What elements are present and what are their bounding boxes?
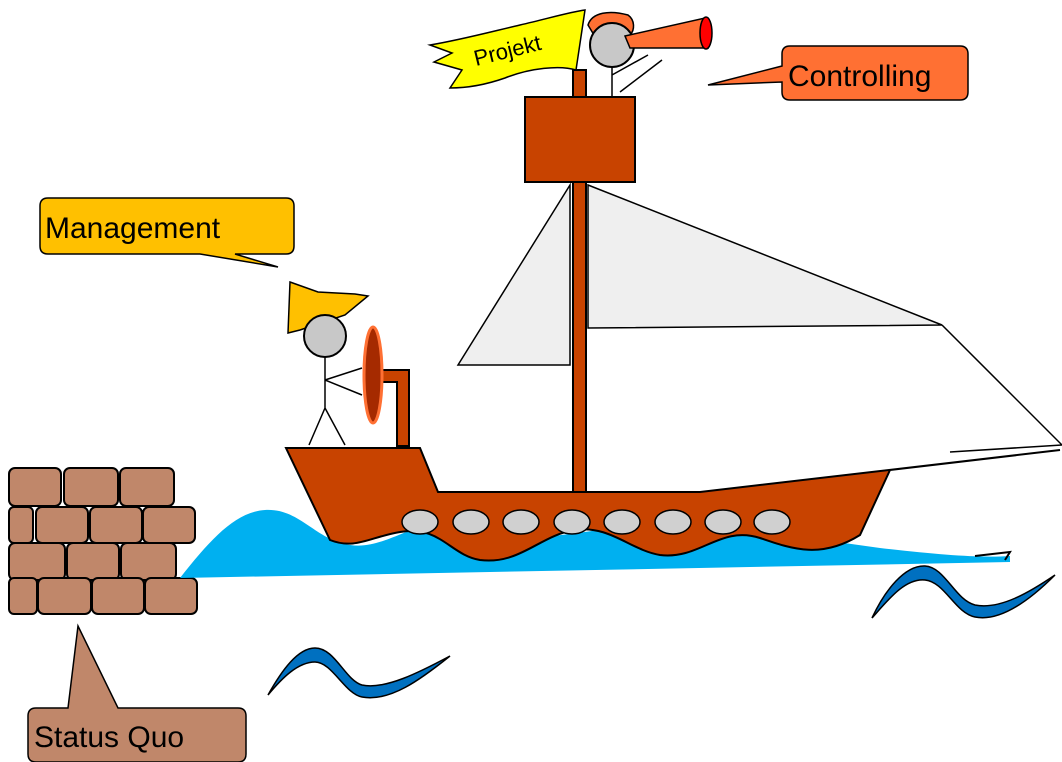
wave-left bbox=[267, 647, 451, 699]
brick bbox=[8, 467, 62, 507]
brick bbox=[66, 542, 120, 581]
management-figure bbox=[287, 280, 384, 446]
hat-icon bbox=[287, 280, 370, 334]
brick-wall bbox=[8, 467, 198, 615]
body bbox=[308, 357, 363, 446]
sea-line bbox=[974, 550, 1012, 561]
telescope-lens-icon bbox=[699, 16, 713, 50]
sea-water bbox=[180, 509, 1010, 578]
porthole bbox=[704, 509, 742, 535]
management-label: Management bbox=[45, 212, 221, 245]
flag-shape bbox=[427, 9, 586, 89]
controlling-callout: Controlling bbox=[707, 45, 969, 101]
body bbox=[611, 54, 663, 96]
crows-nest bbox=[524, 96, 636, 183]
head bbox=[589, 22, 635, 68]
brick bbox=[119, 467, 175, 507]
porthole bbox=[654, 509, 692, 535]
brick bbox=[8, 577, 38, 615]
brick bbox=[142, 506, 196, 544]
controlling-label: Controlling bbox=[788, 60, 931, 93]
brick bbox=[120, 542, 177, 581]
project-flag: Projekt bbox=[427, 9, 586, 89]
status-quo-callout: Status Quo bbox=[27, 623, 247, 762]
shield-icon bbox=[362, 325, 384, 425]
management-callout: Management bbox=[39, 197, 295, 268]
portholes bbox=[401, 509, 791, 535]
brick bbox=[91, 577, 145, 615]
brick bbox=[144, 577, 198, 615]
brick bbox=[89, 506, 143, 544]
telescope-icon bbox=[623, 17, 709, 49]
controlling-figure bbox=[587, 11, 713, 96]
porthole bbox=[603, 509, 641, 535]
porthole bbox=[502, 509, 540, 535]
brick bbox=[8, 506, 34, 544]
callout-shape bbox=[707, 45, 969, 101]
callout-shape bbox=[39, 197, 295, 268]
brick bbox=[37, 577, 92, 615]
wave-right bbox=[871, 565, 1056, 619]
sail-left bbox=[456, 182, 571, 366]
sail-right bbox=[587, 183, 943, 329]
ship-post bbox=[381, 369, 410, 447]
status-quo-label: Status Quo bbox=[34, 721, 184, 754]
porthole bbox=[553, 509, 591, 535]
sail-rigging bbox=[941, 324, 1062, 453]
brick bbox=[63, 467, 119, 507]
brick bbox=[35, 506, 89, 544]
porthole bbox=[753, 509, 791, 535]
head bbox=[303, 314, 347, 358]
porthole bbox=[452, 509, 490, 535]
brick bbox=[8, 542, 66, 581]
porthole bbox=[401, 509, 439, 535]
